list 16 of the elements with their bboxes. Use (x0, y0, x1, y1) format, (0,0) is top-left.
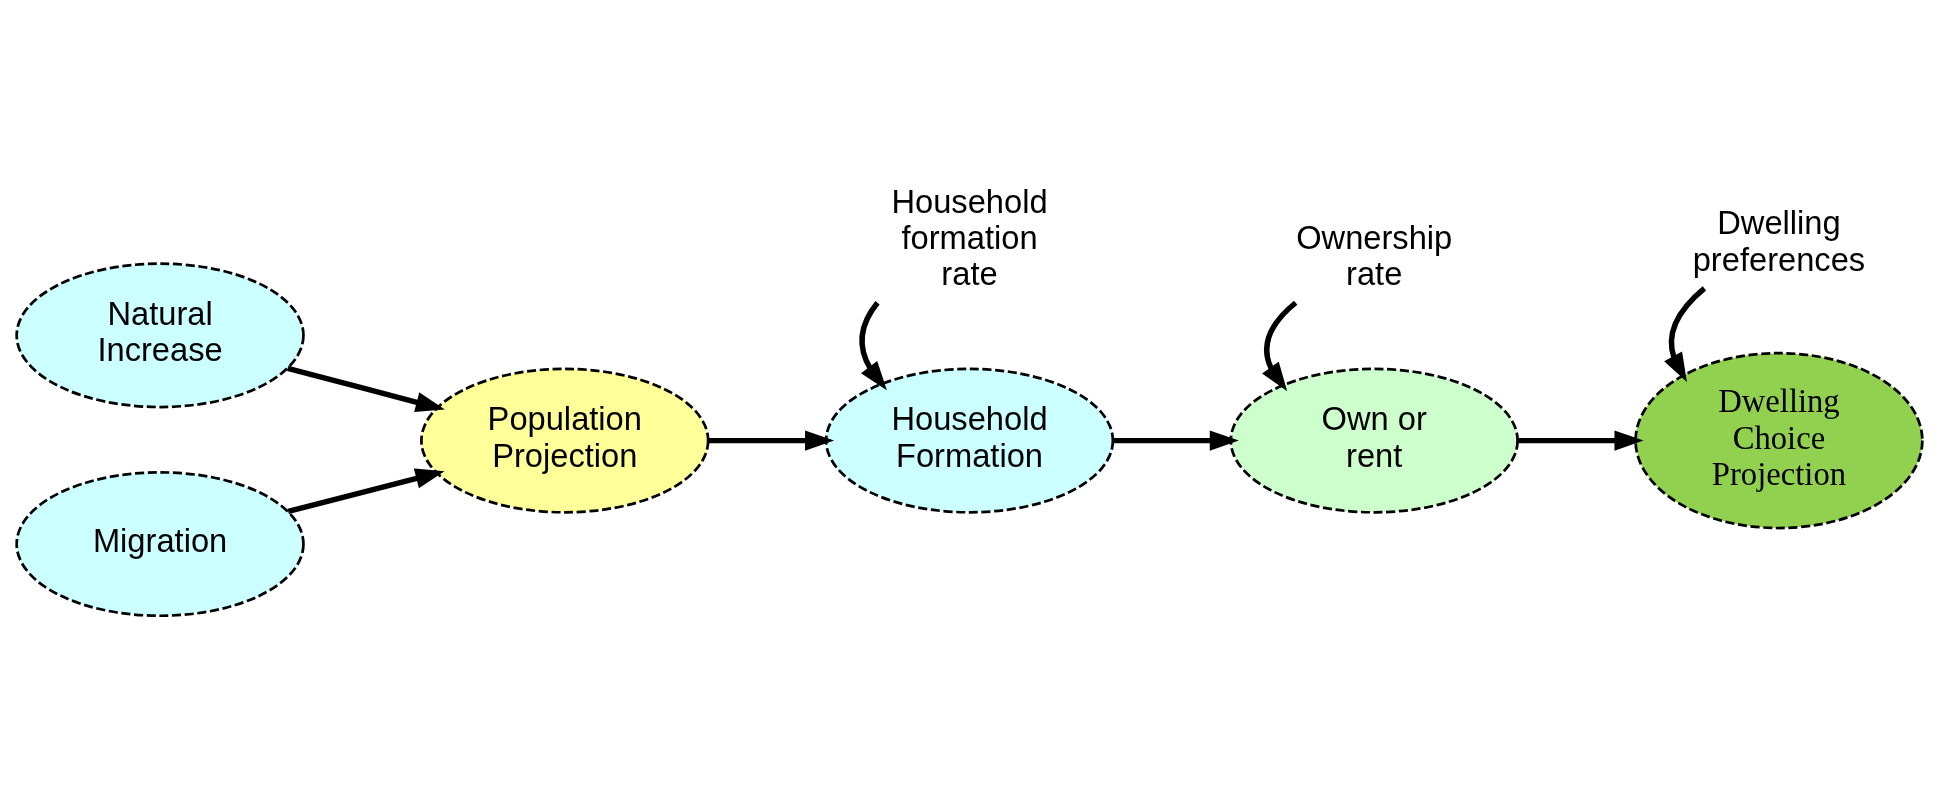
arrow (1113, 430, 1239, 451)
arrow (708, 430, 835, 451)
node-ellipse: Own or rent (1229, 367, 1519, 514)
arrow (1518, 430, 1644, 451)
arrow (287, 468, 445, 515)
node-text: Ownership rate (1296, 218, 1453, 293)
node-ellipse: Natural Increase (15, 262, 305, 409)
node-ellipse: Household Formation (824, 367, 1115, 514)
node-ellipse: Population Projection (420, 367, 710, 514)
arrow (859, 301, 887, 391)
node-ellipse: Migration (15, 471, 305, 618)
arrow (1664, 286, 1707, 383)
arrow (1262, 300, 1298, 392)
node-text: Household formation rate (891, 182, 1048, 293)
node-text: Dwelling preferences (1692, 204, 1866, 278)
arrow (287, 365, 445, 413)
